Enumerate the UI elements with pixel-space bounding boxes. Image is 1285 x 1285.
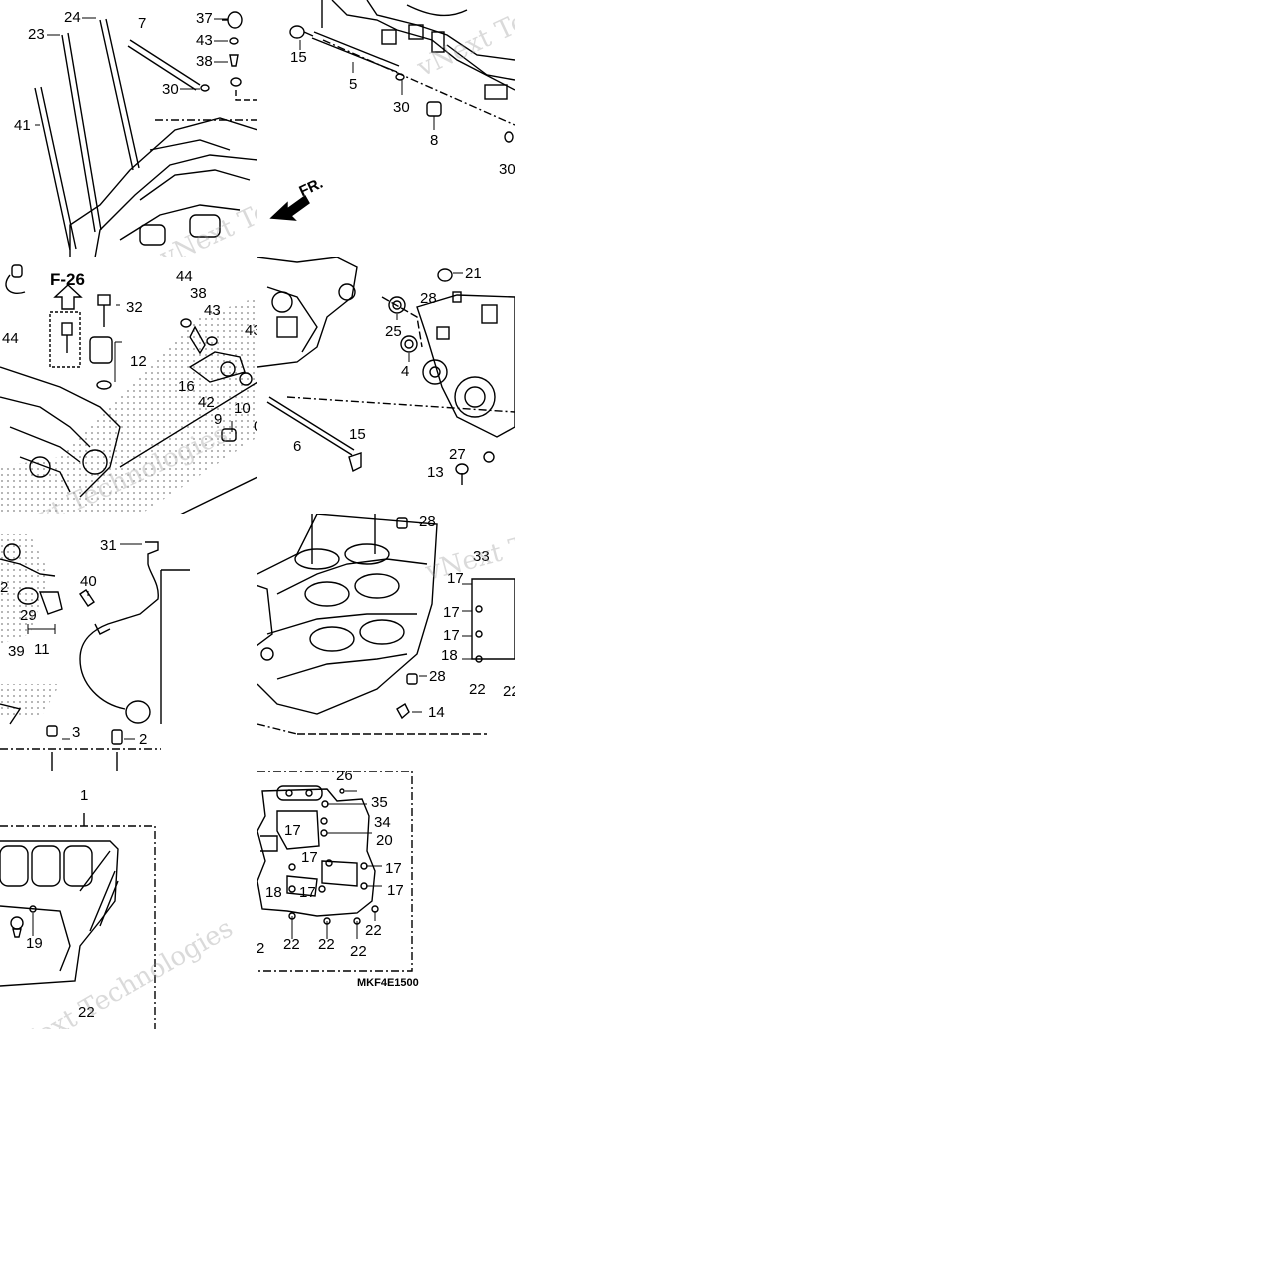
callout-label: 13 xyxy=(427,464,444,481)
tile-upper-crankcase: 28 33 17 17 17 18 22 22 22 22 28 14 vNex… xyxy=(257,514,515,772)
callout-label: 22 xyxy=(503,683,515,700)
callout-label: 6 xyxy=(293,438,302,455)
callout-label: 17 xyxy=(284,822,301,839)
callout-label: 10 xyxy=(234,400,251,417)
callout-label: 42 xyxy=(198,394,215,411)
callout-label: 7 xyxy=(138,15,147,32)
callout-label: 3 xyxy=(72,724,81,741)
tile-cylinder-studs: 24 7 37 23 43 38 30 41 vNext Technologie… xyxy=(0,0,258,258)
callout-label: 17 xyxy=(443,627,460,644)
callout-label: 22 xyxy=(350,943,367,960)
callout-label: 43 xyxy=(204,302,221,319)
callout-label: 18 xyxy=(265,884,282,901)
callout-label: 20 xyxy=(376,832,393,849)
callout-label: 29 xyxy=(20,607,37,624)
callout-label: 44 xyxy=(176,268,193,285)
callout-label: 34 xyxy=(374,814,391,831)
callout-label: 11 xyxy=(34,641,50,658)
tile-breather: 31 40 2 29 11 39 3 2 vNext Technologies xyxy=(0,514,258,772)
callout-label: 14 xyxy=(428,704,445,721)
tile-case-cover-drawing xyxy=(257,257,515,485)
callout-label: 15 xyxy=(349,426,366,443)
tile-cylinder-studs-drawing xyxy=(34,11,258,258)
callout-label: 17 xyxy=(447,570,464,587)
callout-label: 17 xyxy=(443,604,460,621)
callout-label: 26 xyxy=(336,771,353,784)
callout-label: 30 xyxy=(393,99,410,116)
tile-crankcase-bolts-drawing xyxy=(257,771,413,972)
tile-upper-case-drawing xyxy=(269,0,515,221)
callout-label: 38 xyxy=(190,285,207,302)
callout-label: 15 xyxy=(290,49,307,66)
callout-label: 19 xyxy=(26,935,43,952)
callout-label: 22 xyxy=(283,936,300,953)
callout-label: 22 xyxy=(469,681,486,698)
callout-label: 43 xyxy=(196,32,213,49)
callout-label: 24 xyxy=(64,9,81,26)
callout-label: 17 xyxy=(299,884,316,901)
callout-label: 40 xyxy=(80,573,97,590)
callout-label: 1 xyxy=(80,787,89,804)
callout-label: 12 xyxy=(130,353,147,370)
tile-breather-drawing xyxy=(0,534,190,772)
callout-label: 21 xyxy=(465,265,482,282)
callout-label: 17 xyxy=(385,860,402,877)
callout-label: 27 xyxy=(449,446,466,463)
callout-label: 30 xyxy=(162,81,179,98)
tile-lower-crankcase: 1 19 22 vNext Technologies xyxy=(0,771,258,1029)
callout-label: 32 xyxy=(126,299,143,316)
callout-label: 2 xyxy=(0,579,9,596)
callout-label: 28 xyxy=(429,668,446,685)
callout-label: 41 xyxy=(14,117,31,134)
callout-label: 0 xyxy=(254,419,258,434)
callout-label: 18 xyxy=(441,647,458,664)
callout-label: 38 xyxy=(196,53,213,70)
drawing-code: MKF4E1500 xyxy=(357,977,419,989)
callout-label: 44 xyxy=(2,330,19,347)
callout-label: 33 xyxy=(473,548,490,565)
callout-label: 9 xyxy=(214,411,223,428)
callout-label: 22 xyxy=(365,922,382,939)
callout-label: 5 xyxy=(349,76,358,93)
tile-crankcase-bolts: 26 35 34 20 17 17 17 17 18 17 22 22 22 2… xyxy=(257,771,515,1029)
callout-label: 28 xyxy=(419,514,436,530)
tile-case-cover: 21 28 25 4 6 15 27 13 xyxy=(257,257,515,515)
callout-label: 17 xyxy=(301,849,318,866)
callout-label: 25 xyxy=(385,323,402,340)
tile-sensors-drawing xyxy=(0,264,258,515)
callout-label: 30 xyxy=(499,161,515,178)
callout-label: 22 xyxy=(318,936,335,953)
tile-upper-crankcase-drawing xyxy=(257,514,515,735)
callout-label: 35 xyxy=(371,794,388,811)
callout-label: 4 xyxy=(401,363,410,380)
callout-label: 16 xyxy=(178,378,195,395)
callout-label: 2 xyxy=(139,731,148,748)
callout-label: 23 xyxy=(28,26,45,43)
callout-label: 37 xyxy=(196,10,213,27)
tile-sensors: 44 38 43 43 32 12 44 16 42 10 9 0 F-26 v… xyxy=(0,257,258,515)
callout-label: 28 xyxy=(420,290,437,307)
reference-label: F-26 xyxy=(50,270,85,289)
tile-lower-crankcase-drawing xyxy=(0,813,156,1029)
callout-label: 31 xyxy=(100,537,117,554)
callout-label: 8 xyxy=(430,132,439,149)
callout-label: 17 xyxy=(387,882,404,899)
callout-label: 2 xyxy=(257,940,265,957)
callout-label: 43 xyxy=(245,322,258,339)
tile-upper-case: 15 5 30 8 30 FR. vNext Technologies xyxy=(257,0,515,258)
callout-label: 39 xyxy=(8,643,25,660)
callout-label: 22 xyxy=(78,1004,95,1021)
